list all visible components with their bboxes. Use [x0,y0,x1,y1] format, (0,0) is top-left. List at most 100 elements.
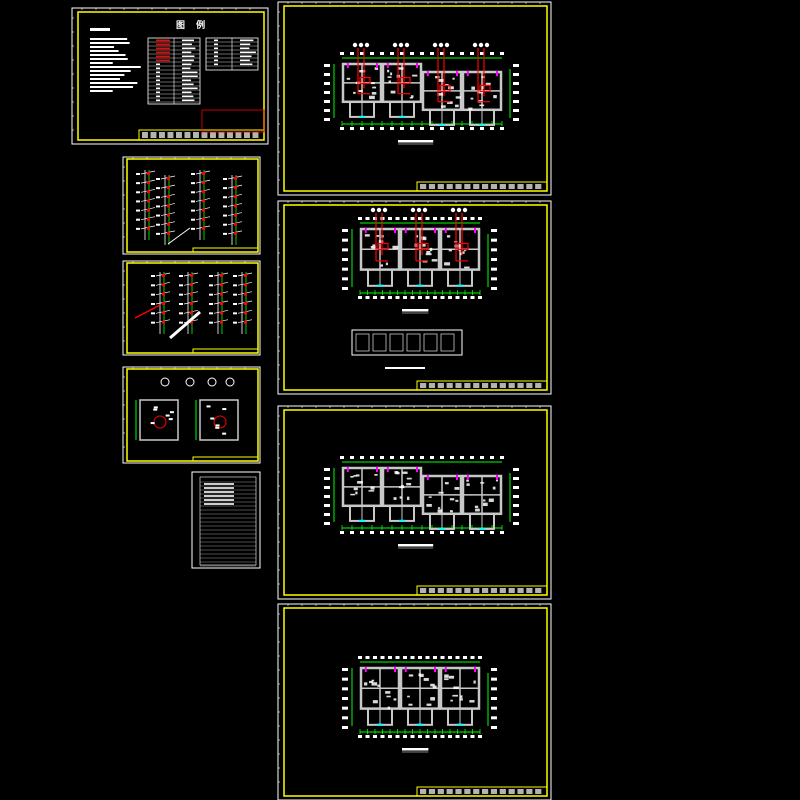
fixture-symbol [374,67,379,70]
valve-icon [167,222,170,226]
axis-label [513,100,519,103]
fixture-symbol [473,680,476,684]
fixture-mark [404,667,407,672]
note-line [90,78,120,80]
sheet-riser-diagram-2[interactable] [122,260,261,356]
axis-label [513,82,519,85]
fixture-symbol [452,77,455,80]
title-block [416,585,548,596]
window-mark [358,115,366,118]
drawing-caption [398,544,434,547]
axis-label [410,656,415,659]
axis-label [340,52,344,55]
note-line [90,58,128,60]
fixture-symbol [419,673,424,678]
valve-icon [147,181,150,185]
fixture-symbol [466,479,469,482]
axis-label [390,52,394,55]
axis-label [460,456,464,459]
axis-label [342,677,348,681]
axis-label [480,52,484,55]
axis-label [448,735,452,738]
axis-label [490,531,494,534]
axis-label [455,735,460,738]
axis-label [360,531,364,534]
axis-label [491,248,497,252]
sheet-border [277,200,552,395]
valve-icon [147,199,150,203]
axis-label [350,456,354,459]
fixture-symbol [437,507,441,509]
fixture-mark [364,667,367,672]
sheet-floor-plan-4[interactable] [277,603,552,800]
axis-label [430,127,434,130]
fixture-symbol [376,235,380,237]
sheet-legend[interactable] [71,7,269,145]
axis-label [365,735,370,738]
axis-label [420,52,424,55]
axis-label [470,217,475,220]
fixture-symbol [410,95,414,98]
sheet-frame [283,409,548,596]
axis-label [324,64,330,67]
notes-heading [90,28,110,31]
axis-label [513,477,519,480]
axis-label [491,677,497,681]
sheet-floor-plan-3[interactable] [277,405,552,600]
valve-icon [234,231,237,235]
sheet-material-list[interactable] [191,471,261,569]
apartment-unit [359,666,401,726]
axis-label [470,296,475,299]
axis-label [388,217,392,220]
fixture-symbol [372,86,377,89]
fixture-symbol [374,473,378,476]
fixture-symbol [407,496,410,501]
fixture-symbol [435,75,440,79]
detail-symbol [185,377,195,387]
valve-icon [190,302,193,305]
axis-label [491,687,497,691]
axis-label [324,504,330,507]
fixture-symbol [423,677,429,681]
sheet-floor-plan-1[interactable] [277,1,552,196]
water-pipe [410,207,429,262]
fixture-symbol [481,85,484,89]
axis-label [463,656,467,659]
title-block [416,181,548,192]
axis-label [513,513,519,516]
axis-label [425,735,430,738]
axis-label [440,127,444,130]
fixture-symbol [485,82,491,85]
apartment-unit [359,207,401,287]
axis-label [360,456,364,459]
axis-label [400,52,404,55]
axis-label [373,296,377,299]
fixture-symbol [407,695,410,698]
valve-icon [244,302,247,305]
sheet-detail-plans[interactable] [122,366,261,464]
axis-label [380,456,384,459]
sheet-floor-plan-2[interactable] [277,200,552,395]
axis-label [513,468,519,471]
fixture-symbol [350,493,356,496]
axis-label [418,735,422,738]
fixture-mark [466,475,469,480]
fixture-symbol [438,79,445,82]
valve-icon [190,283,193,287]
fixture-symbol [370,486,375,490]
apartment-unit [381,42,423,118]
roof-plan [351,329,463,369]
axis-label [440,456,444,459]
fixture-symbol [402,471,408,474]
valve-icon [202,226,205,230]
axis-label [491,716,497,720]
fixture-symbol [422,243,426,247]
axis-label [450,52,454,55]
axis-label [478,217,482,220]
fixture-symbol [359,69,366,73]
riser-diagram [209,272,229,334]
sheet-riser-diagram-1[interactable] [122,156,261,255]
drawing-caption [402,309,429,312]
fixture-symbol [437,509,443,513]
